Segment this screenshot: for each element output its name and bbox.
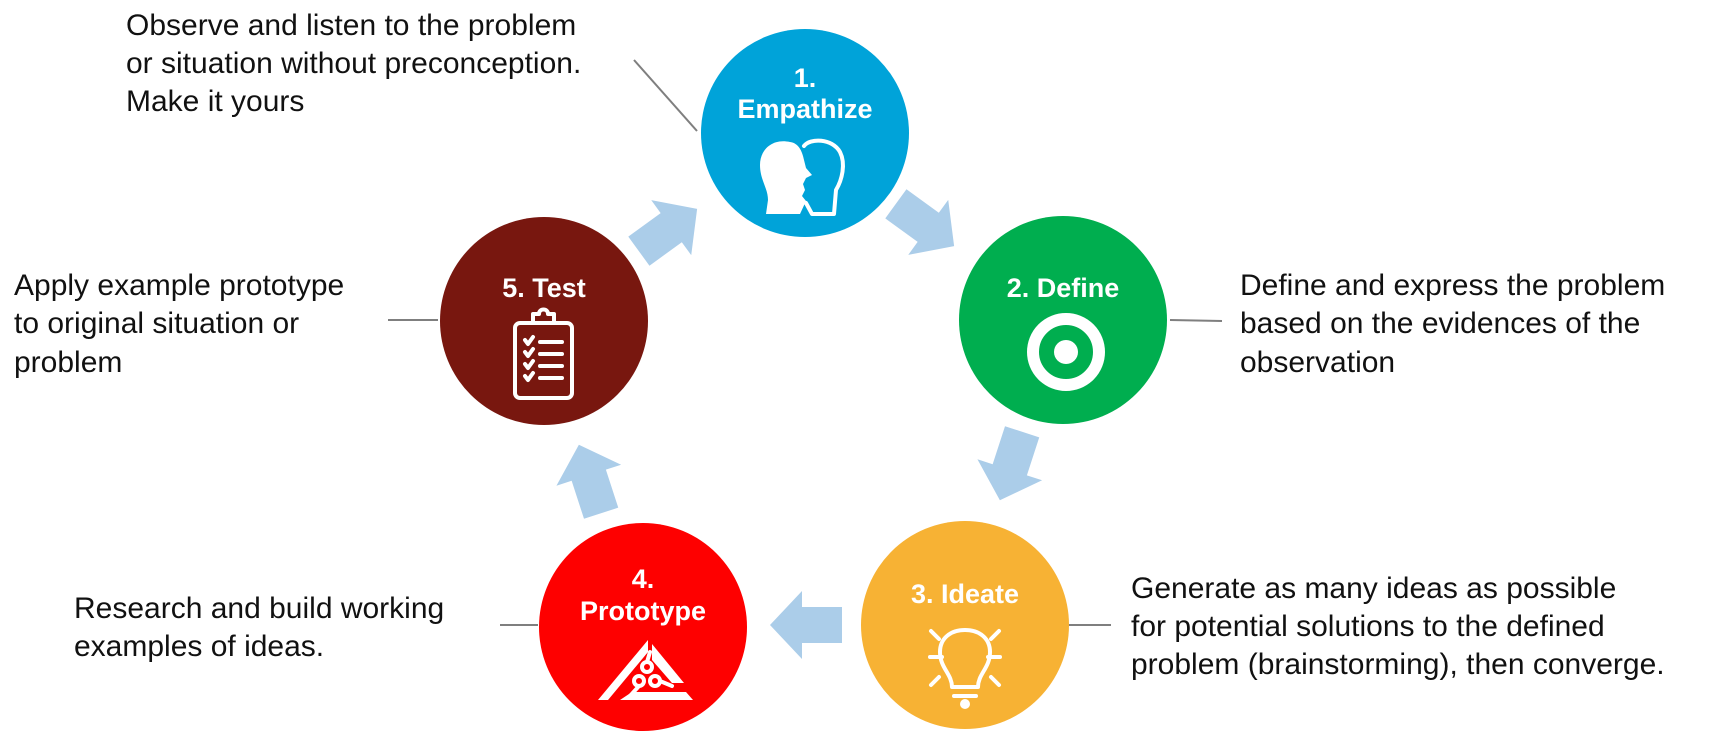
step-circle — [539, 523, 747, 731]
svg-text:Make it yours: Make it yours — [126, 85, 304, 118]
step-description: Observe and listen to the problem or sit… — [126, 9, 581, 118]
target-icon — [1027, 313, 1105, 391]
arrow-empathize-to-define — [885, 189, 955, 255]
step-description: Research and build working examples of i… — [74, 592, 444, 663]
step-define: 2. Define Define and express the problem… — [959, 216, 1665, 424]
two-heads-icon — [760, 138, 845, 216]
connector-define — [1169, 319, 1223, 322]
svg-text:observation: observation — [1240, 346, 1395, 379]
svg-text:for potential solutions to the: for potential solutions to the defined — [1131, 610, 1605, 643]
step-description: Generate as many ideas as possible for p… — [1131, 572, 1665, 681]
svg-text:Apply example prototype: Apply example prototype — [14, 269, 344, 302]
step-circle — [861, 521, 1069, 729]
step-prototype: 4. Prototype Research and build working … — [74, 523, 747, 731]
lightbulb-icon — [928, 628, 1002, 709]
step-title: Empathize — [737, 94, 872, 124]
step-description: Define and express the problem based on … — [1240, 269, 1665, 379]
step-description: Apply example prototype to original situ… — [14, 269, 344, 379]
svg-text:to original situation or: to original situation or — [14, 307, 299, 340]
step-empathize: 1. Empathize Observe and listen to the p… — [126, 9, 909, 237]
step-title: 5. Test — [502, 273, 586, 303]
clipboard-checklist-icon — [513, 307, 574, 400]
arrow-test-to-empathize — [628, 200, 698, 266]
svg-text:problem: problem — [14, 346, 122, 379]
step-title: 2. Define — [1007, 273, 1120, 303]
step-circle — [701, 29, 909, 237]
step-ideate: 3. Ideate Generate as many ideas as poss… — [861, 521, 1665, 729]
svg-text:Generate as many ideas as poss: Generate as many ideas as possible — [1131, 572, 1616, 605]
svg-text:based on the evidences of the: based on the evidences of the — [1240, 307, 1640, 340]
arrow-ideate-to-prototype — [770, 591, 842, 659]
step-test: 5. Test Apply example prototype to origi… — [14, 217, 648, 425]
svg-text:problem (brainstorming), then: problem (brainstorming), then converge. — [1131, 648, 1665, 681]
arrow-prototype-to-test — [556, 444, 622, 519]
step-number: 1. — [794, 63, 817, 93]
step-title: Prototype — [580, 596, 706, 626]
circuit-triangle-icon — [598, 640, 693, 700]
connector-empathize — [633, 59, 698, 132]
arrow-define-to-ideate — [977, 426, 1043, 501]
step-number: 4. — [632, 564, 655, 594]
svg-text:Research and build working: Research and build working — [74, 592, 444, 625]
svg-text:or situation without preconcep: or situation without preconception. — [126, 47, 581, 80]
svg-text:Define and express the problem: Define and express the problem — [1240, 269, 1665, 302]
step-title: 3. Ideate — [911, 579, 1019, 609]
svg-text:Observe and listen to the prob: Observe and listen to the problem — [126, 9, 576, 42]
svg-text:examples of ideas.: examples of ideas. — [74, 630, 324, 663]
